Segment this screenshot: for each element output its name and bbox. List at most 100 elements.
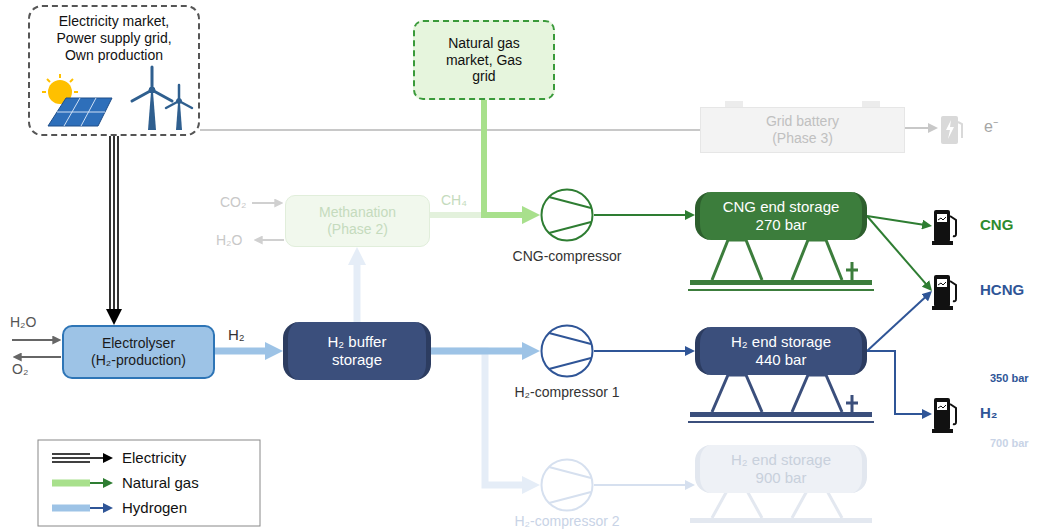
pressure-label: 350 bar	[990, 372, 1029, 385]
flow-connector	[110, 136, 118, 314]
flow-line	[484, 100, 527, 215]
flow-line	[594, 484, 688, 486]
solar-panel-icon	[74, 91, 78, 93]
flow-line	[594, 350, 688, 352]
tank-support	[688, 240, 874, 290]
node-text: Electricity market, Power supply grid, O…	[47, 13, 182, 63]
substance-label: H₂O	[10, 314, 36, 331]
tank-support	[690, 518, 872, 523]
flow-line	[431, 348, 527, 355]
legend-sample	[52, 457, 90, 459]
methanation-flow-arrow	[252, 203, 284, 240]
node-label: H₂-compressor 2	[514, 513, 619, 530]
node-label: H₂	[980, 404, 998, 422]
legend-box	[38, 440, 260, 526]
flow-connector	[867, 296, 927, 351]
flow-connector	[357, 260, 358, 322]
solar-panel-icon	[48, 98, 112, 126]
solar-panel-icon	[42, 91, 46, 93]
fuel-pump	[932, 272, 960, 310]
wind-turbine-icon	[132, 67, 192, 130]
wind-turbine-icon	[148, 92, 156, 130]
solar-panel-icon	[47, 79, 50, 82]
legend-sample	[52, 480, 90, 487]
flow-line	[867, 296, 927, 351]
legend-sample	[90, 457, 106, 459]
tank-support	[690, 489, 872, 523]
legend-sample	[52, 453, 90, 455]
node-text: Methanation (Phase 2)	[308, 204, 408, 238]
tank-support	[688, 375, 874, 422]
legend-box	[38, 440, 260, 526]
buffer-tank: H₂ buffer storage	[283, 322, 431, 380]
wind-turbine-icon	[176, 103, 182, 130]
electrolyser-flow-arrow	[12, 340, 61, 357]
tank-support	[712, 375, 762, 412]
storage-tank: CNG end storage 270 bar	[695, 192, 867, 240]
compressor-symbol	[540, 188, 594, 242]
flow-connector	[215, 351, 270, 352]
solar-panel-icon	[59, 74, 61, 78]
tank-support	[690, 280, 872, 285]
tank-support	[688, 421, 874, 423]
electrolyser-flow-arrow	[19, 356, 61, 358]
node-text: Electrolyser (H₂-production)	[90, 335, 187, 369]
pressure-label: 700 bar	[990, 437, 1029, 450]
wind-turbine-icon	[166, 85, 192, 108]
legend-sample	[90, 507, 106, 509]
tank-support	[792, 489, 842, 518]
legend-sample	[52, 454, 106, 508]
solar-panel-icon	[57, 112, 105, 113]
solar-panel-icon	[70, 79, 73, 82]
flow-connector	[867, 351, 925, 414]
legend-sample	[52, 461, 90, 463]
solar-panel-icon	[42, 74, 78, 92]
charger-icon	[938, 110, 964, 146]
fuel-pump	[932, 395, 960, 433]
node-text: Grid battery (Phase 3)	[753, 113, 853, 147]
charger-icon: e⁻	[938, 110, 964, 146]
flow-connector	[867, 216, 925, 225]
flow-connector	[200, 130, 700, 131]
compressor-symbol: CNG-compressor	[540, 188, 594, 242]
node-text: H₂ end storage 900 bar	[719, 451, 844, 487]
flow-connector	[905, 128, 931, 129]
flow-line	[905, 127, 931, 129]
node-label: CNG	[980, 216, 1013, 234]
tank-support	[846, 262, 858, 280]
battery-box: Grid battery (Phase 3)	[700, 107, 905, 153]
electrolyser-flow-arrow	[12, 339, 55, 341]
process-box: Methanation (Phase 2)	[285, 195, 430, 247]
tank-support	[792, 375, 842, 412]
wind-turbine-icon	[132, 67, 172, 101]
flow-line	[867, 351, 925, 414]
legend-text: Hydrogen	[122, 499, 187, 517]
node-label: e⁻	[984, 117, 998, 136]
flow-line	[594, 214, 688, 216]
flow-label: H₂	[226, 326, 247, 344]
electricity-line	[109, 136, 111, 314]
legend-sample	[52, 505, 90, 512]
tank-support	[712, 240, 762, 280]
methanation-flow-arrow	[252, 202, 277, 204]
solar-panel-icon	[57, 98, 105, 126]
node-text: H₂ buffer storage	[312, 333, 402, 369]
solar-panel-icon	[42, 74, 112, 126]
storage-tank: H₂ end storage 440 bar	[695, 327, 867, 375]
source-box: Electricity market, Power supply grid, O…	[28, 5, 200, 136]
fuel-pump: CNG	[932, 207, 960, 245]
flow-line	[354, 260, 361, 322]
node-label: HCNG	[980, 281, 1024, 299]
flow-line	[200, 129, 700, 131]
legend-sample	[90, 482, 106, 484]
compressor-symbol: H₂-compressor 1	[540, 324, 594, 378]
tank-support	[690, 412, 872, 417]
node-text: Natural gas market, Gas grid	[443, 35, 525, 85]
electricity-line	[117, 136, 119, 314]
tank-support	[688, 289, 874, 291]
flow-line	[867, 216, 925, 225]
compressor-symbol: H₂-compressor 2	[540, 458, 594, 512]
fuel-pump: H₂	[932, 395, 960, 433]
fuel-pump: HCNG	[932, 272, 960, 310]
